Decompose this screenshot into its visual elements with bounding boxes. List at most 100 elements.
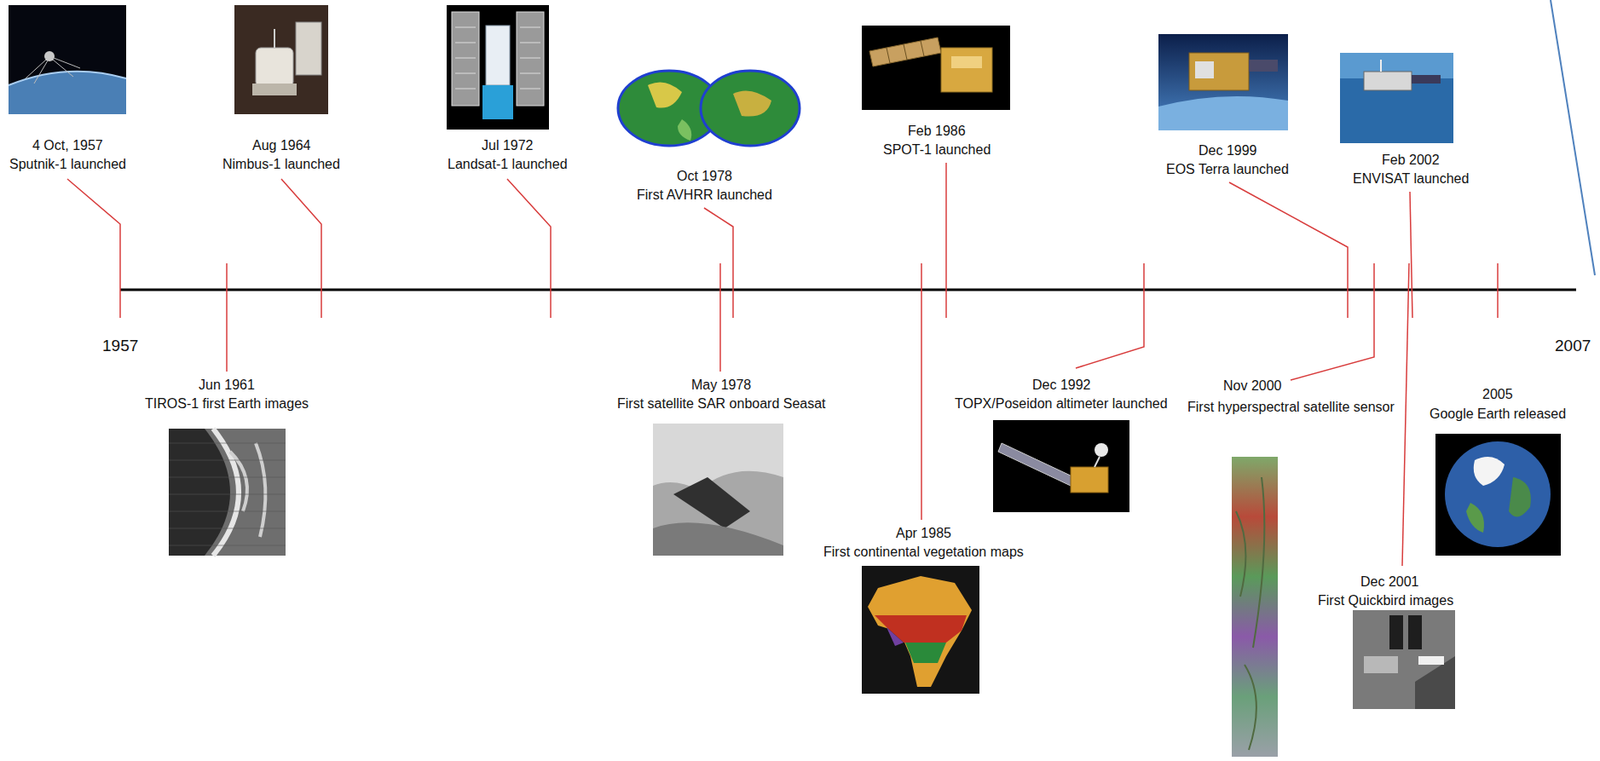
space-ground bbox=[861, 25, 1011, 110]
building-roof bbox=[1418, 656, 1445, 665]
solar-panel bbox=[998, 443, 1075, 486]
map-ground bbox=[861, 566, 980, 694]
solar-panel bbox=[516, 11, 544, 106]
landsat-picture bbox=[446, 5, 549, 130]
event-label: Landsat-1 launched bbox=[447, 155, 568, 173]
event-date: Apr 1985 bbox=[895, 525, 952, 542]
photo-ground bbox=[1352, 610, 1456, 710]
leader-line bbox=[920, 263, 923, 520]
sensor-module bbox=[951, 56, 982, 69]
space-ground bbox=[993, 420, 1130, 513]
vegetation-map bbox=[861, 566, 980, 694]
event-label: TIROS-1 first Earth images bbox=[144, 395, 309, 412]
leader-line bbox=[1402, 263, 1410, 567]
event-label: First hyperspectral satellite sensor bbox=[1187, 398, 1395, 416]
event-label: First Quickbird images bbox=[1317, 592, 1454, 609]
leader-line bbox=[704, 207, 734, 318]
event-label: EOS Terra launched bbox=[1166, 161, 1289, 178]
event-label: First satellite SAR onboard Seasat bbox=[617, 395, 826, 412]
map-land bbox=[647, 81, 682, 108]
leader-line bbox=[281, 179, 322, 318]
satellite-body bbox=[941, 47, 993, 93]
map-land bbox=[677, 119, 692, 141]
sar-image bbox=[652, 423, 784, 556]
leader-line bbox=[1229, 182, 1348, 318]
event-label: SPOT-1 launched bbox=[883, 141, 991, 158]
satellite-body bbox=[1070, 467, 1109, 493]
global-map-picture bbox=[618, 70, 800, 146]
edge-line bbox=[1550, 0, 1595, 276]
event-label: ENVISAT launched bbox=[1352, 170, 1469, 187]
leader-line bbox=[1075, 263, 1144, 369]
event-date: 4 Oct, 1957 bbox=[32, 137, 104, 154]
scan-lines bbox=[168, 443, 286, 546]
event-date: Feb 1986 bbox=[907, 122, 966, 139]
event-date: Jul 1972 bbox=[481, 137, 534, 154]
satellite-body bbox=[485, 25, 510, 86]
solar-panel bbox=[451, 11, 480, 106]
strip-image bbox=[1231, 456, 1278, 757]
space-ground bbox=[8, 5, 127, 115]
continent-shape bbox=[867, 576, 972, 688]
antenna bbox=[273, 28, 276, 48]
solar-panel bbox=[1411, 75, 1441, 84]
event-label: Nimbus-1 launched bbox=[222, 155, 341, 173]
topex-picture bbox=[993, 420, 1130, 513]
leader-line bbox=[945, 162, 948, 318]
event-date: Dec 1999 bbox=[1198, 142, 1258, 159]
event-label: First continental vegetation maps bbox=[823, 543, 1024, 561]
cloud-band bbox=[230, 443, 266, 538]
satellite-body bbox=[1189, 52, 1249, 91]
antenna bbox=[1380, 59, 1382, 72]
spot-picture bbox=[861, 25, 1011, 110]
leader-line bbox=[1290, 263, 1375, 381]
globe-land bbox=[1473, 456, 1505, 486]
leader-lines bbox=[67, 162, 1498, 567]
sea-area bbox=[652, 522, 784, 556]
globe-land bbox=[1508, 477, 1531, 517]
antenna bbox=[1094, 456, 1100, 468]
satellite-body bbox=[1363, 71, 1412, 91]
axis-year: 1957 bbox=[102, 335, 139, 356]
map-lobe bbox=[700, 70, 800, 146]
leader-line bbox=[225, 263, 228, 372]
space-ground bbox=[234, 5, 329, 115]
space-ground bbox=[446, 5, 549, 130]
strip-texture bbox=[1236, 477, 1265, 751]
event-date: Aug 1964 bbox=[252, 137, 312, 154]
solar-panel bbox=[1248, 59, 1278, 72]
space-area bbox=[168, 428, 231, 556]
solar-panel bbox=[869, 37, 942, 67]
satellite-body bbox=[255, 47, 294, 87]
map-land bbox=[733, 90, 772, 116]
event-date: Nov 2000 bbox=[1223, 377, 1283, 394]
dark-area bbox=[673, 477, 751, 529]
solar-panel bbox=[295, 22, 322, 76]
terrain bbox=[652, 423, 784, 491]
tiros-image bbox=[168, 428, 286, 556]
event-date: May 1978 bbox=[691, 376, 751, 393]
sensor-ring bbox=[252, 83, 297, 96]
globe bbox=[1444, 441, 1551, 548]
sputnik-picture bbox=[8, 5, 127, 115]
envisat-picture bbox=[1340, 52, 1454, 144]
sputnik-antenna bbox=[25, 57, 81, 84]
axis-year: 2007 bbox=[1554, 335, 1591, 356]
event-label: Google Earth released bbox=[1429, 405, 1566, 422]
ocean-ground bbox=[1340, 52, 1454, 144]
hyperspectral-strip bbox=[1231, 456, 1278, 757]
sensor-module bbox=[482, 85, 514, 120]
leader-line bbox=[1496, 263, 1499, 318]
event-label: First AVHRR launched bbox=[636, 186, 773, 203]
leader-line bbox=[67, 179, 121, 318]
event-date: Dec 1992 bbox=[1032, 376, 1092, 393]
building-roof bbox=[1363, 656, 1398, 674]
timeline-axis bbox=[120, 288, 1577, 292]
quickbird-image bbox=[1352, 610, 1456, 710]
event-date: 2005 bbox=[1482, 386, 1514, 403]
event-label: Sputnik-1 launched bbox=[9, 155, 127, 173]
space-ground bbox=[1435, 433, 1561, 556]
event-label: TOPX/Poseidon altimeter launched bbox=[954, 395, 1168, 412]
earth-limb bbox=[213, 428, 239, 556]
photo-ground bbox=[652, 423, 784, 556]
